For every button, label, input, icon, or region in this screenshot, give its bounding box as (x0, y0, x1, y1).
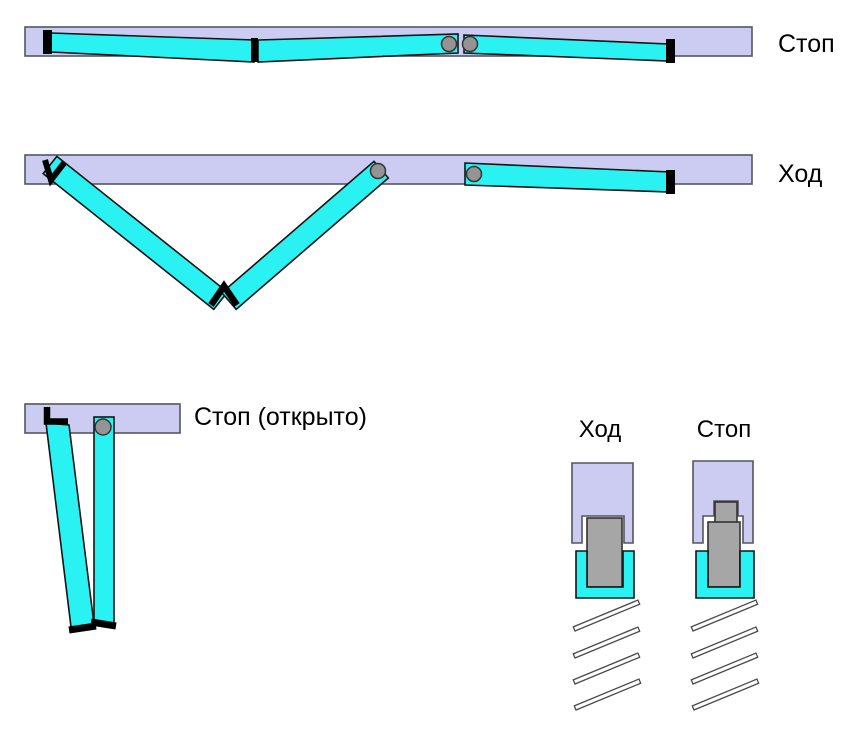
hinge-mark-l (43, 407, 68, 425)
hinge-mark-vertex (208, 280, 240, 307)
pivot-pin (369, 162, 387, 180)
end-stop-right (666, 39, 675, 63)
latch-cup (575, 550, 635, 599)
detail-label-hod: Ход (579, 416, 622, 443)
rail-hatching (690, 599, 760, 711)
lock-detail-hod: Ход (571, 416, 642, 711)
latch-plunger (586, 517, 623, 588)
state-stop-open-diagram: Стоп (открыто) (24, 403, 367, 634)
rail-hatch-line (573, 678, 642, 711)
link-hanging-left (45, 422, 95, 628)
state-label-hod: Ход (778, 160, 823, 188)
rail-hatch-line (572, 599, 641, 632)
pivot-pin (465, 165, 483, 183)
hinge-mark-top (42, 159, 67, 187)
rail-hatching (572, 599, 642, 711)
rail-hatch-line (690, 652, 759, 685)
state-stop-diagram: Стоп (24, 26, 835, 63)
pivot-pin (94, 418, 112, 436)
state-hod-diagram: Ход (24, 154, 823, 311)
end-cap-right (90, 618, 117, 630)
state-label-stop-open: Стоп (открыто) (194, 403, 367, 431)
end-stop-left (43, 30, 52, 54)
latch-plunger (707, 521, 741, 588)
pivot-pin (461, 35, 479, 53)
latch-plunger-nose (714, 501, 738, 525)
end-stop-right (666, 170, 675, 194)
latch-housing (571, 462, 634, 544)
hinge-stop-middle (251, 38, 258, 62)
end-cap-left (68, 622, 97, 634)
rail-hatch-line (691, 678, 760, 711)
rail-hatch-line (690, 599, 759, 632)
latch-cup (695, 550, 755, 599)
rail-hatch-line (572, 652, 641, 685)
pivot-pin (440, 35, 458, 53)
state-label-stop: Стоп (778, 30, 835, 58)
link-folded-left (42, 155, 229, 311)
latch-housing-engaged (692, 460, 754, 544)
link-hanging-right (93, 416, 115, 624)
detail-label-stop: Стоп (697, 416, 751, 443)
rail-hatch-line (572, 626, 641, 659)
rail-hatch-line (690, 626, 759, 659)
lock-detail-stop: Стоп (690, 416, 760, 711)
